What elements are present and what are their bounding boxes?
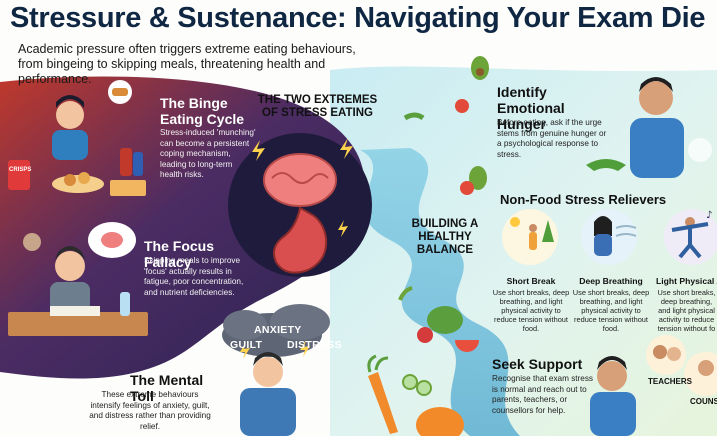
chips-bag-icon [8, 160, 30, 190]
hunger-person-head [639, 81, 673, 115]
toll-title: The Mental Toll [130, 372, 204, 404]
binge-text: Stress-induced 'munching' can become a p… [160, 128, 256, 179]
brain-icon [101, 232, 123, 248]
focus-title: The Focus Fallacy [144, 238, 215, 270]
tag-counsellors: COUNSE [690, 397, 717, 406]
burger-icon [112, 88, 128, 96]
stressed-person-head [253, 357, 283, 387]
cloud-word-anxiety: ANXIETY [254, 324, 302, 336]
tomato-icon [460, 181, 474, 195]
cucumber-icon [416, 380, 432, 396]
music-note-icon: ♪ [706, 210, 712, 221]
broccoli-icon [427, 306, 463, 334]
extremes-title: THE TWO EXTREMES OF STRESS EATING [257, 94, 378, 119]
greens-icon [586, 159, 626, 171]
leaf-icon [398, 286, 413, 301]
carrot-icon [368, 372, 398, 434]
river-shape [360, 148, 520, 436]
tag-teachers: TEACHERS [648, 377, 693, 386]
tree-icon [542, 220, 554, 242]
lightning-icon [240, 342, 250, 359]
cloud-word-guilt: GUILT [230, 339, 263, 351]
avocado-icon [469, 166, 487, 190]
pumpkin-icon [416, 407, 464, 436]
focus-person-head [55, 251, 85, 281]
hunger-person-body [630, 118, 684, 178]
building-title: BUILDING A HEALTHY BALANCE [411, 218, 479, 256]
reliever-label-short-break: Short Break [506, 276, 556, 286]
reliever-text-light-activity: Use short breaks, deep breathing, and li… [657, 288, 716, 333]
reliever-text-deep-breathing: Use short breaks, deep breathing, and li… [572, 288, 650, 333]
chips-label: CRISPS [9, 167, 32, 173]
apple-icon [417, 327, 433, 343]
support-person-body [590, 392, 636, 436]
study-desk [8, 312, 148, 336]
binge-person-head [56, 101, 84, 129]
support-person-head [597, 361, 627, 391]
stressed-person-body [240, 388, 296, 436]
lightning-icon [338, 220, 348, 237]
relievers-title: Non-Food Stress Relievers [500, 192, 667, 207]
brain-icon [263, 153, 337, 207]
soda-bottle-icon [120, 148, 132, 176]
support-title: Seek Support [492, 356, 583, 372]
watermelon-icon [455, 340, 479, 352]
focus-person-body [50, 282, 90, 312]
toll-text: These extreme behaviours intensify feeli… [89, 390, 211, 431]
lightning-icon [300, 340, 310, 357]
hunger-title: Identify Emotional Hunger [497, 84, 565, 132]
binge-person-body [52, 130, 88, 160]
sun-icon [510, 217, 520, 227]
pizza-box-icon [110, 180, 146, 196]
reliever-text-short-break: Use short breaks, deep breathing, and li… [492, 288, 570, 333]
stomach-icon [273, 206, 328, 274]
breath-icon [615, 225, 637, 237]
support-text: Recognise that exam stress is normal and… [492, 374, 594, 415]
cucumber-icon [402, 374, 418, 390]
reliever-label-light-activity: Light Physical Ac [656, 276, 717, 286]
book-icon [50, 306, 100, 316]
tomato-icon [455, 99, 469, 113]
water-bottle-icon [120, 292, 130, 316]
soda-can-icon [133, 152, 143, 176]
cloud-word-distress: DISTRESS [287, 339, 342, 351]
food-plate-icon [52, 175, 104, 193]
lightning-icon [340, 138, 353, 159]
page-title: Stressure & Sustenance: Navigating Your … [10, 2, 706, 34]
page-subtitle: Academic pressure often triggers extreme… [18, 42, 356, 86]
focus-text: Skipping meals to improve 'focus' actual… [144, 256, 244, 297]
hunger-text: Before eating, ask if the urge stems fro… [497, 118, 607, 159]
food-icon [23, 233, 41, 251]
binge-title: The Binge Eating Cycle [160, 95, 245, 127]
leaf-icon [403, 112, 425, 121]
reliever-label-deep-breathing: Deep Breathing [579, 276, 643, 286]
lightning-icon [252, 140, 265, 161]
